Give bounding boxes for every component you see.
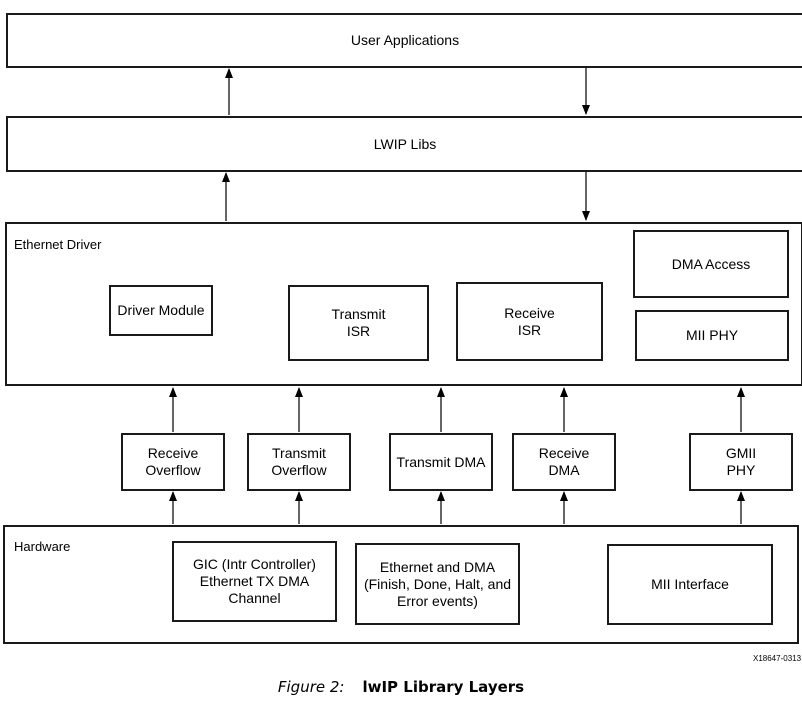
user-applications-label: User Applications bbox=[350, 32, 460, 48]
user-applications-layer: User Applications bbox=[6, 13, 802, 68]
receive-isr-block: Receive ISR bbox=[456, 282, 603, 361]
receive-isr-line-1: Receive bbox=[504, 304, 555, 321]
receive-isr-line-2: ISR bbox=[517, 321, 542, 338]
figure-title: lwIP Library Layers bbox=[362, 678, 525, 696]
figure-label: Figure 2: bbox=[277, 678, 345, 696]
transmit-isr-block: Transmit ISR bbox=[288, 285, 429, 361]
driver-module-block: Driver Module bbox=[109, 285, 213, 336]
ethernet-dma-block: Ethernet and DMA (Finish, Done, Halt, an… bbox=[355, 543, 520, 625]
ethernet-dma-line-3: Error events) bbox=[397, 592, 478, 609]
ethernet-driver-label: Ethernet Driver bbox=[14, 237, 102, 252]
ethernet-dma-line-2: (Finish, Done, Halt, and bbox=[363, 575, 512, 592]
transmit-isr-line-1: Transmit bbox=[331, 306, 386, 322]
dma-access-block: DMA Access bbox=[633, 230, 789, 298]
figure-reference-id: X18647-0313 bbox=[753, 654, 802, 663]
figure-caption: Figure 2: lwIP Library Layers bbox=[0, 678, 802, 696]
transmit-overflow-line-2: Overflow bbox=[271, 462, 327, 478]
lwip-libs-label: LWIP Libs bbox=[373, 135, 437, 152]
gic-block: GIC (Intr Controller) Ethernet TX DMA Ch… bbox=[172, 541, 337, 622]
gic-line-3: Channel bbox=[228, 590, 281, 606]
gmii-phy-line-1: GMII bbox=[725, 445, 757, 461]
mii-interface-block: MII Interface bbox=[607, 544, 773, 625]
transmit-dma-block: Transmit DMA bbox=[389, 433, 493, 491]
receive-dma-block: Receive DMA bbox=[512, 433, 616, 491]
receive-overflow-line-2: Overflow bbox=[145, 462, 201, 478]
ethernet-dma-line-1: Ethernet and DMA bbox=[379, 558, 496, 575]
receive-overflow-block: Receive Overflow bbox=[121, 433, 225, 491]
receive-dma-line-1: Receive bbox=[538, 445, 590, 461]
mii-phy-block: MII PHY bbox=[635, 310, 789, 361]
gic-line-2: Ethernet TX DMA bbox=[199, 573, 310, 589]
receive-dma-line-2: DMA bbox=[548, 462, 580, 478]
driver-module-label: Driver Module bbox=[117, 302, 205, 318]
hardware-label: Hardware bbox=[14, 539, 71, 554]
transmit-dma-label: Transmit DMA bbox=[396, 453, 486, 470]
gmii-phy-line-2: PHY bbox=[726, 462, 756, 478]
transmit-isr-line-2: ISR bbox=[346, 323, 371, 339]
lwip-libs-layer: LWIP Libs bbox=[6, 116, 802, 172]
mii-interface-label: MII Interface bbox=[651, 576, 729, 592]
receive-overflow-line-1: Receive bbox=[147, 445, 199, 461]
transmit-overflow-block: Transmit Overflow bbox=[247, 433, 351, 491]
gmii-phy-block: GMII PHY bbox=[689, 433, 793, 491]
gic-line-1: GIC (Intr Controller) bbox=[193, 556, 316, 572]
mii-phy-label: MII PHY bbox=[685, 327, 739, 343]
transmit-overflow-line-1: Transmit bbox=[272, 445, 326, 461]
dma-access-label: DMA Access bbox=[671, 255, 751, 272]
